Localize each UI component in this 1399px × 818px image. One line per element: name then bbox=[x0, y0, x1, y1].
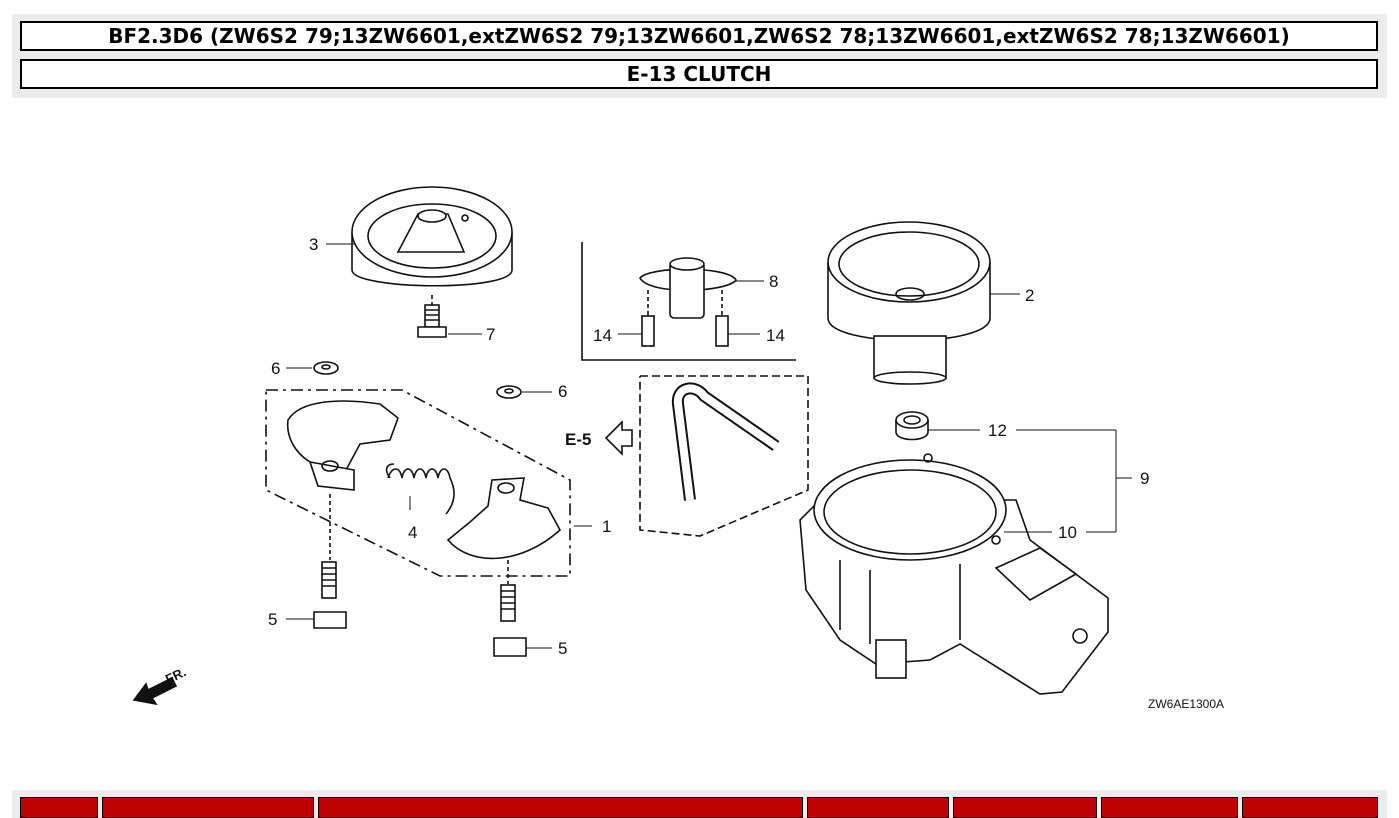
callout-6: 6 bbox=[558, 382, 567, 401]
callout-5: 5 bbox=[558, 639, 567, 658]
part-5-bolt-left bbox=[313, 494, 347, 629]
part-12-seal bbox=[895, 411, 929, 441]
part-7-bolt bbox=[417, 295, 447, 338]
model-title: BF2.3D6 (ZW6S2 79;13ZW6601,extZW6S2 79;1… bbox=[20, 21, 1378, 51]
part-8-bracket bbox=[581, 242, 796, 361]
reference-arrow-icon bbox=[604, 420, 633, 456]
callout-2: 2 bbox=[1025, 286, 1034, 305]
reference-label: E-5 bbox=[565, 430, 591, 449]
hose-detail bbox=[639, 375, 809, 537]
part-6-washer bbox=[496, 385, 522, 399]
callout-5: 5 bbox=[268, 610, 277, 629]
table-column-header bbox=[807, 797, 949, 818]
part-3-pulley bbox=[351, 186, 513, 287]
part-5-bolt-right bbox=[493, 560, 527, 657]
callout-8: 8 bbox=[769, 272, 778, 291]
callout-6: 6 bbox=[271, 359, 280, 378]
callout-3: 3 bbox=[309, 235, 318, 254]
callout-14: 14 bbox=[593, 326, 612, 345]
part-1-clutch-shoe-assembly bbox=[265, 389, 571, 577]
part-6-washer bbox=[313, 361, 339, 375]
table-column-header bbox=[953, 797, 1097, 818]
front-direction-label: FR. bbox=[163, 664, 188, 686]
callout-4: 4 bbox=[408, 523, 417, 542]
callout-7: 7 bbox=[486, 325, 495, 344]
callout-9: 9 bbox=[1140, 469, 1149, 488]
table-column-header bbox=[20, 797, 98, 818]
figure-code: ZW6AE1300A bbox=[1148, 697, 1224, 711]
part-10-clutch-housing bbox=[799, 453, 1109, 695]
callout-10: 10 bbox=[1058, 523, 1077, 542]
callout-1: 1 bbox=[602, 517, 611, 536]
section-title: E-13 CLUTCH bbox=[20, 59, 1378, 89]
callout-14: 14 bbox=[766, 326, 785, 345]
part-2-clutch-drum bbox=[827, 221, 991, 385]
parts-diagram: 1 2 3 4 5 5 6 6 7 8 9 10 12 14 14 E-5 FR… bbox=[132, 186, 1224, 711]
callout-12: 12 bbox=[988, 421, 1007, 440]
table-column-header bbox=[1242, 797, 1378, 818]
leader-lines bbox=[286, 243, 1132, 649]
table-column-header bbox=[1101, 797, 1238, 818]
table-column-header bbox=[318, 797, 803, 818]
front-direction-arrow-icon bbox=[132, 676, 178, 706]
part-4-spring bbox=[385, 463, 455, 515]
table-column-header bbox=[102, 797, 314, 818]
